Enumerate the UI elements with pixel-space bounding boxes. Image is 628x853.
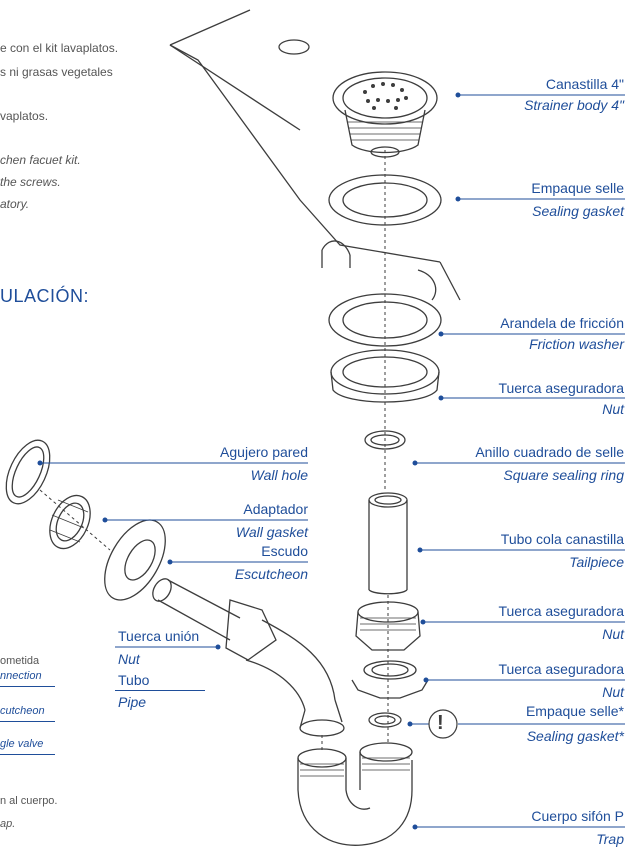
label-tailpiece-en: Tailpiece <box>569 554 624 570</box>
left-note-3-en: gle valve <box>0 738 44 750</box>
wall-hole-ring <box>5 439 51 505</box>
wall-pipe <box>152 578 345 737</box>
lock-nut-top <box>330 349 440 403</box>
leader-dots <box>37 92 461 830</box>
left-note-2-en: cutcheon <box>0 705 45 717</box>
label-union-nut-en: Nut <box>118 651 140 667</box>
label-nut-mid-es: Tuerca aseguradora <box>498 603 624 619</box>
label-ring-es: Anillo cuadrado de selle <box>475 444 624 460</box>
label-escutcheon-en: Escutcheon <box>234 566 308 582</box>
escutcheon <box>104 519 166 601</box>
left-note-2-rule <box>0 721 55 722</box>
slip-nut-low <box>351 660 429 699</box>
label-gasket-en: Sealing gasket <box>532 203 624 219</box>
warning-symbol: ! <box>437 712 444 734</box>
label-union-nut-es: Tuerca unión <box>118 628 200 644</box>
label-nut-low-es: Tuerca aseguradora <box>498 661 624 677</box>
tailpiece <box>368 492 408 595</box>
label-strainer-es: Canastilla 4" <box>545 76 624 92</box>
left-note-1-rule <box>0 686 55 687</box>
strainer-body <box>332 71 438 158</box>
left-note-3-rule <box>0 754 55 755</box>
p-trap <box>297 742 413 846</box>
label-pipe-en: Pipe <box>118 694 147 710</box>
bottom-note-es: n al cuerpo. <box>0 795 58 807</box>
intro-es-line-2: s ni grasas vegetales <box>0 65 113 79</box>
pipe-label-rule <box>115 690 205 691</box>
sink-hole <box>278 39 310 55</box>
bottom-note-en: ap. <box>0 818 16 830</box>
label-gasket-es: Empaque selle <box>531 180 624 196</box>
label-nut-low-en: Nut <box>602 684 624 700</box>
intro-es-line-3: vaplatos. <box>0 109 49 123</box>
label-washer-es: Arandela de fricción <box>500 315 624 331</box>
warning-icon <box>407 709 458 739</box>
label-adapter-en: Wall gasket <box>235 524 308 540</box>
label-tailpiece-es: Tubo cola canastilla <box>500 531 624 547</box>
label-washer-en: Friction washer <box>529 336 624 352</box>
intro-es-line-1: e con el kit lavaplatos. <box>0 41 119 55</box>
label-adapter-es: Adaptador <box>243 501 308 517</box>
label-strainer-en: Strainer body 4" <box>524 97 624 113</box>
label-escutcheon-es: Escudo <box>261 543 308 559</box>
label-nut-mid-en: Nut <box>602 626 624 642</box>
label-gasket-star-en: Sealing gasket* <box>526 728 624 744</box>
label-pipe-es: Tubo <box>118 672 150 688</box>
intro-en-line-2: the screws. <box>0 175 61 189</box>
label-wallhole-es: Agujero pared <box>220 444 308 460</box>
small-gasket <box>368 712 402 728</box>
left-note-1-en: nnection <box>0 670 42 682</box>
leader-lines <box>40 94 625 828</box>
intro-en-line-3: atory. <box>0 197 30 211</box>
label-wallhole-en: Wall hole <box>250 467 308 483</box>
left-note-1-es: ometida <box>0 655 40 667</box>
sink-edge <box>169 9 251 46</box>
label-trap-en: Trap <box>596 831 624 847</box>
intro-en-line-1: chen facuet kit. <box>0 153 81 167</box>
label-trap-es: Cuerpo sifón P <box>531 808 624 824</box>
label-nut-top-en: Nut <box>602 401 624 417</box>
label-ring-en: Square sealing ring <box>503 467 624 483</box>
section-heading: ULACIÓN: <box>0 286 90 306</box>
label-gasket-star-es: Empaque selle* <box>525 703 624 719</box>
label-nut-top-es: Tuerca aseguradora <box>498 380 624 396</box>
